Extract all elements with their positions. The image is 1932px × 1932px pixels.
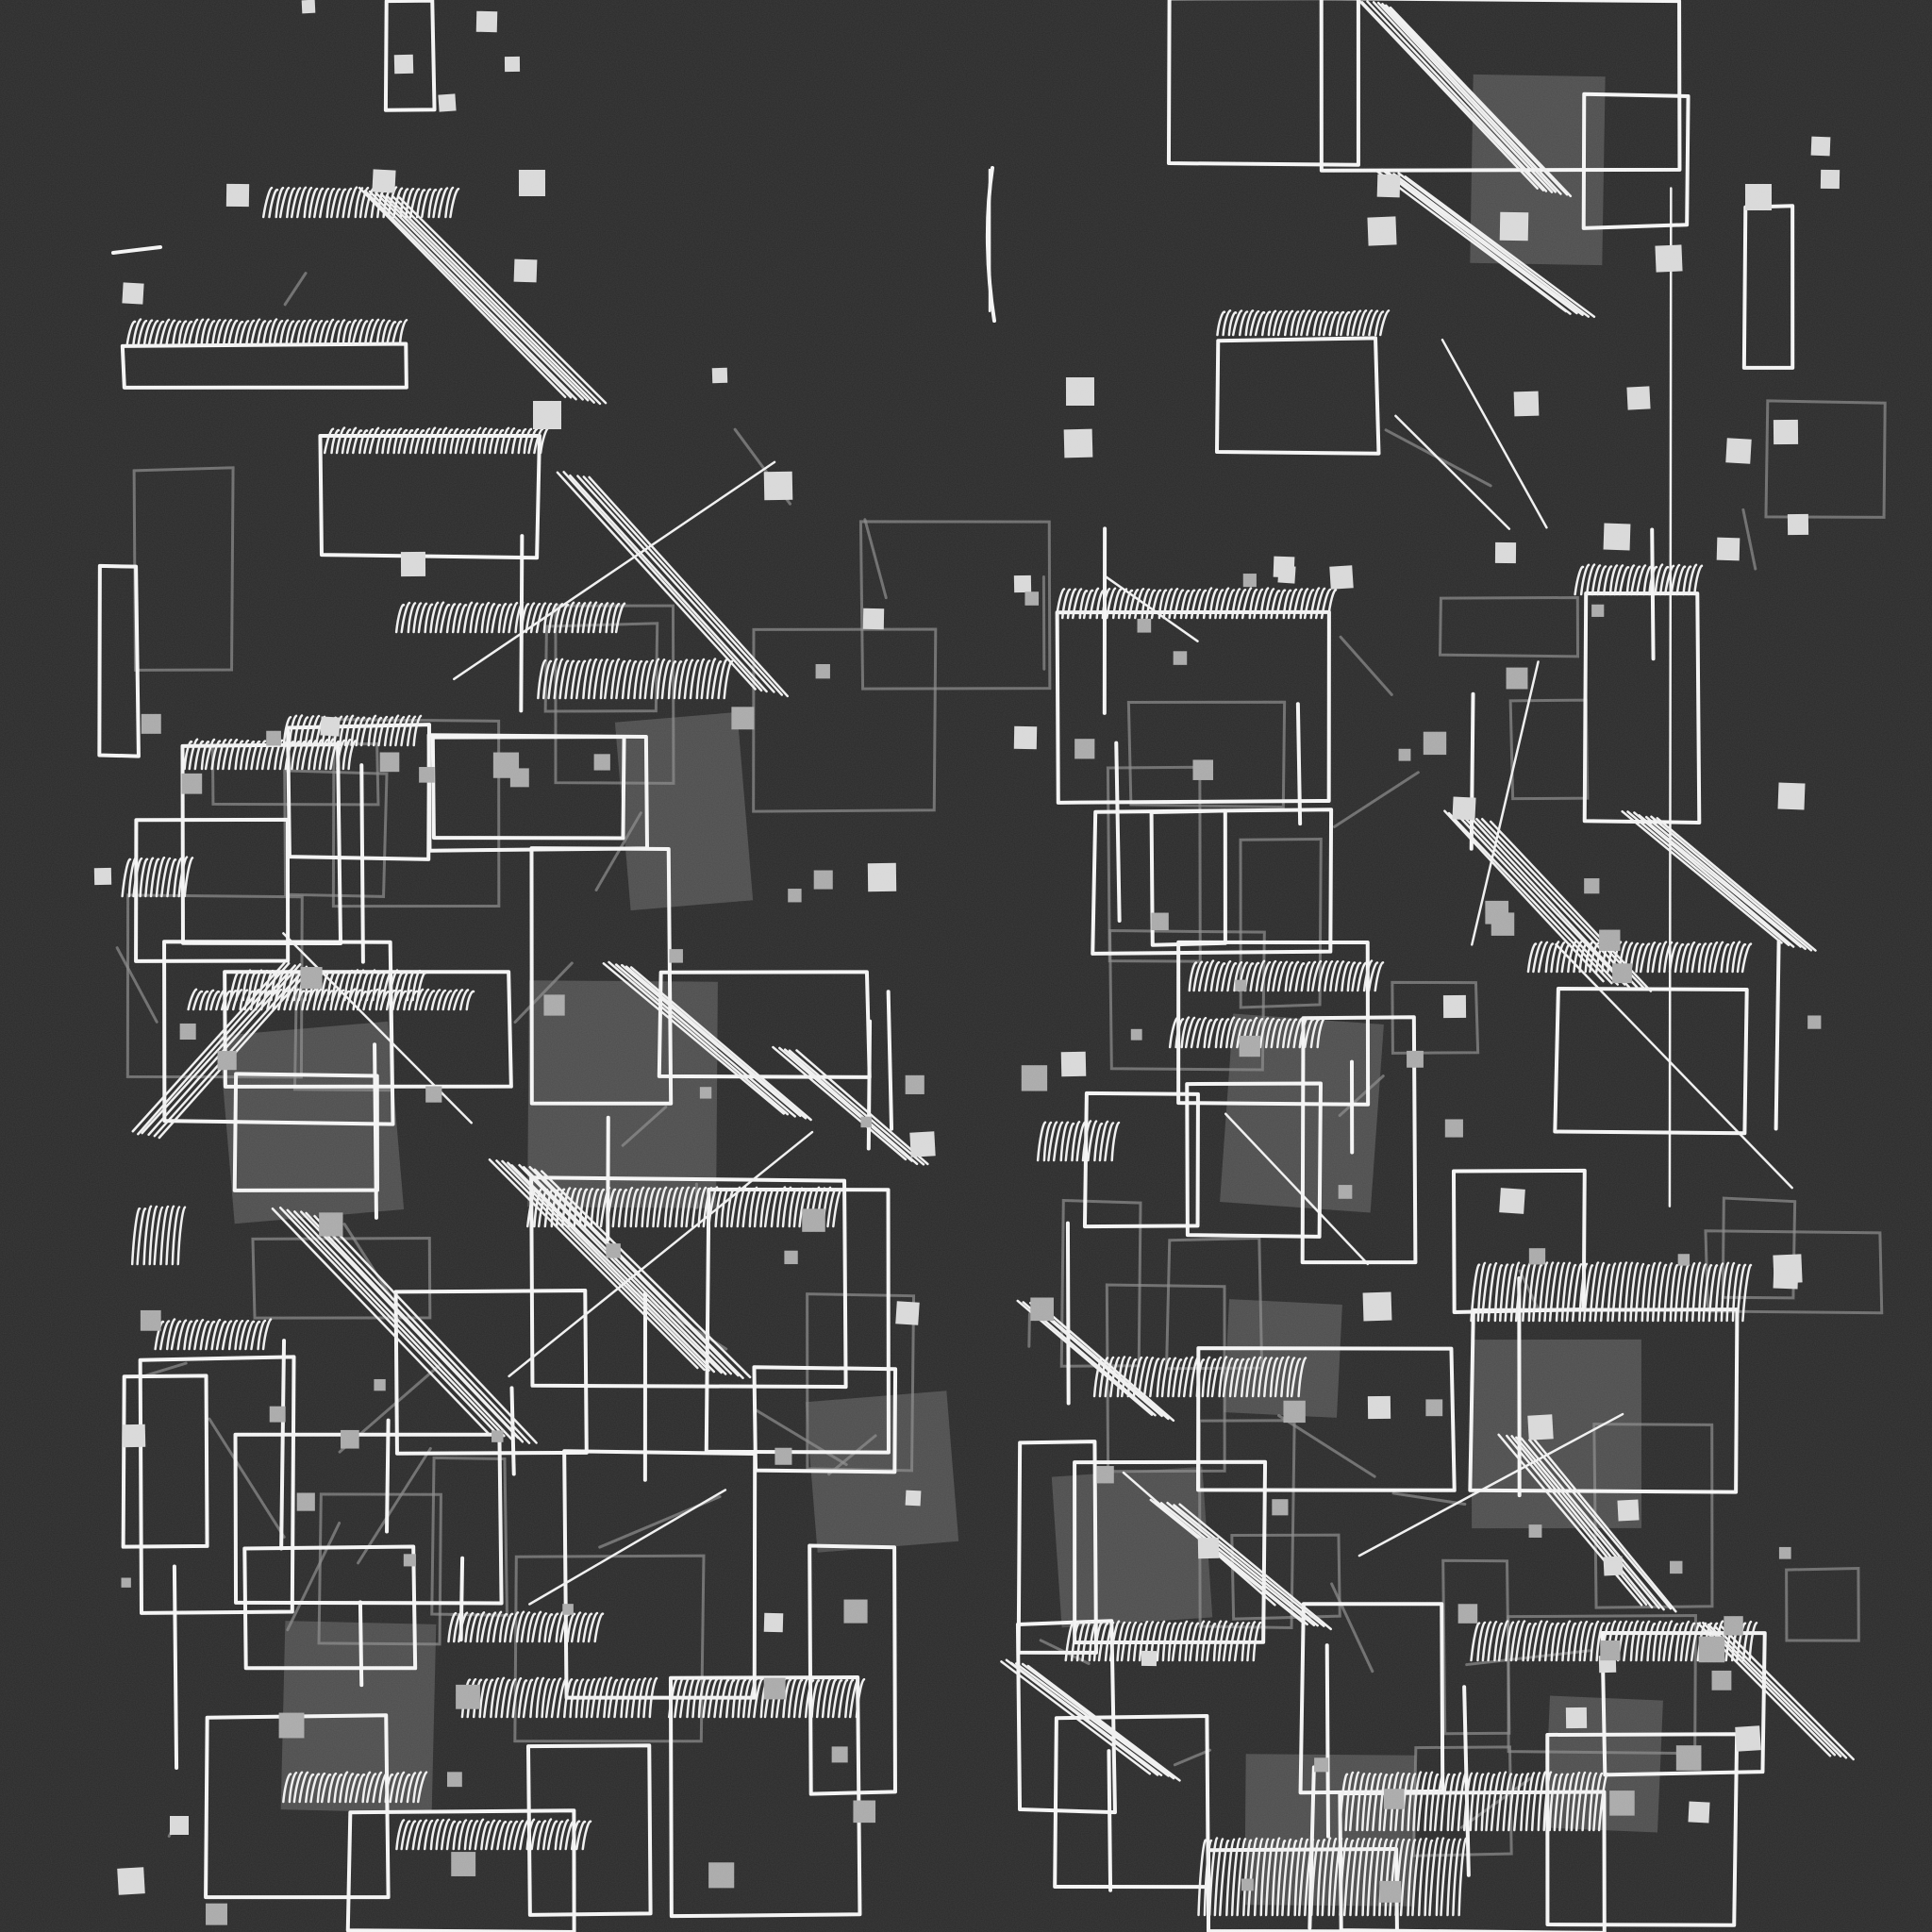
abstract-architectural-sketch	[0, 0, 1932, 1932]
grain-overlay	[0, 0, 1932, 1932]
